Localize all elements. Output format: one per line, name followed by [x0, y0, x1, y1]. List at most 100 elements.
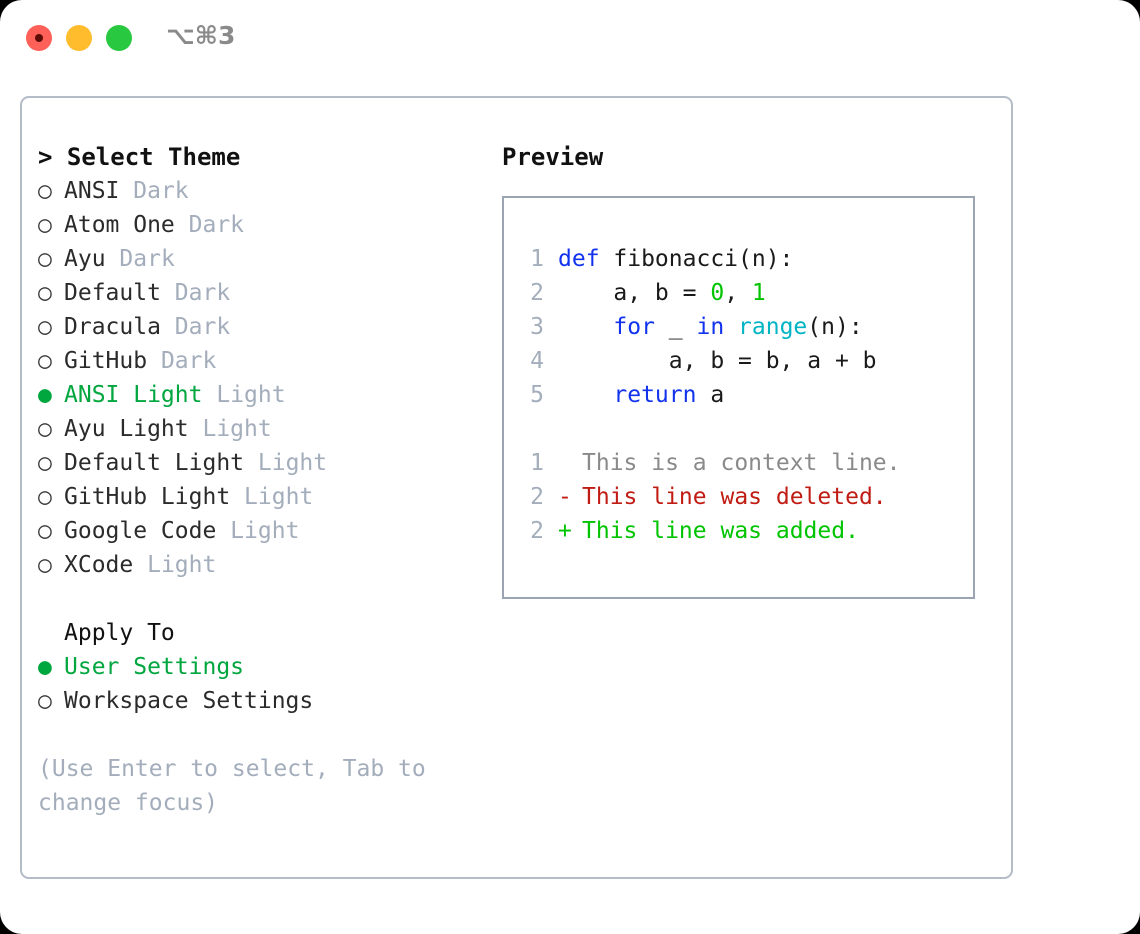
code-token-plain: a	[696, 382, 725, 408]
code-token-plain	[558, 314, 613, 340]
diff-sample: 1 This is a context line.2-This line was…	[516, 446, 973, 548]
diff-line: 2+This line was added.	[516, 514, 973, 548]
theme-list-item[interactable]: ○ Ayu Light Light	[38, 412, 488, 446]
diff-marker	[558, 446, 582, 480]
radio-unselected-icon[interactable]: ○	[38, 348, 52, 374]
line-number: 1	[530, 450, 544, 476]
code-diff-separator	[516, 412, 973, 446]
code-line: 4 a, b = b, a + b	[516, 344, 973, 378]
prompt-caret: >	[38, 143, 53, 171]
diff-text: This line was deleted.	[582, 484, 887, 510]
theme-list-item[interactable]: ○ Default Dark	[38, 276, 488, 310]
theme-name: GitHub	[64, 348, 148, 374]
theme-list-item[interactable]: ●ANSI Light Light	[38, 378, 488, 412]
line-number: 2	[530, 280, 544, 306]
title-bar: ⌥⌘3	[0, 0, 1140, 78]
code-line: 3 for _ in range(n):	[516, 310, 973, 344]
zoom-button-icon[interactable]	[106, 25, 132, 51]
radio-unselected-icon[interactable]: ○	[38, 212, 52, 238]
radio-unselected-icon[interactable]: ○	[38, 280, 52, 306]
theme-name: Ayu Light	[64, 416, 189, 442]
window-controls	[26, 25, 132, 51]
theme-picker-header: > Select Theme	[38, 140, 488, 174]
theme-list-item[interactable]: ○ Dracula Dark	[38, 310, 488, 344]
theme-name: Ayu	[64, 246, 106, 272]
theme-variant-tag: Light	[244, 484, 314, 510]
theme-variant-tag: Dark	[119, 246, 175, 272]
spacer	[38, 582, 488, 616]
theme-name: ANSI Light	[64, 382, 203, 408]
theme-list-item[interactable]: ○XCode Light	[38, 548, 488, 582]
theme-list-item[interactable]: ○ Default Light Light	[38, 446, 488, 480]
radio-unselected-icon[interactable]: ○	[38, 518, 52, 544]
theme-list: ○ ANSI Dark ○ Atom One Dark ○ Ayu Dark ○ Defaul…	[38, 174, 488, 582]
theme-name: GitHub Light	[64, 484, 231, 510]
radio-unselected-icon[interactable]: ○	[38, 416, 52, 442]
line-number: 2	[530, 484, 544, 510]
code-token-kw: for	[613, 314, 655, 340]
line-number: 2	[530, 518, 544, 544]
line-number: 3	[530, 314, 544, 340]
theme-list-item[interactable]: ○ GitHub Light Light	[38, 480, 488, 514]
keyboard-shortcut-label: ⌥⌘3	[166, 21, 236, 50]
code-line: 2 a, b = 0, 1	[516, 276, 973, 310]
theme-list-item[interactable]: ○GitHub Dark	[38, 344, 488, 378]
content-panel: > Select Theme ○ANSI Dark○Atom One Dark○…	[20, 96, 1013, 879]
code-token-plain: a, b = b, a + b	[558, 348, 877, 374]
code-token-fn: range	[738, 314, 808, 340]
code-token-num: 1	[751, 280, 766, 306]
code-token-plain: a, b =	[558, 280, 711, 306]
apply-to-item[interactable]: ○ Workspace Settings	[38, 684, 488, 718]
radio-selected-icon[interactable]: ●	[38, 382, 52, 408]
theme-variant-tag: Light	[230, 518, 300, 544]
diff-line: 2-This line was deleted.	[516, 480, 973, 514]
theme-name: Default	[64, 280, 161, 306]
code-token-num: 0	[710, 280, 725, 306]
line-number: 5	[530, 382, 544, 408]
apply-to-label: Apply To	[64, 620, 175, 646]
minimize-button-icon[interactable]	[66, 25, 92, 51]
theme-name: XCode	[64, 552, 134, 578]
theme-variant-tag: Dark	[174, 280, 231, 306]
radio-unselected-icon[interactable]: ○	[38, 246, 52, 272]
code-token-kw: in	[696, 314, 725, 340]
keyboard-hint: (Use Enter to select, Tab to change focu…	[38, 756, 426, 816]
apply-to-name: Workspace Settings	[64, 688, 314, 714]
radio-selected-icon[interactable]: ●	[38, 654, 52, 680]
radio-unselected-icon[interactable]: ○	[38, 314, 52, 340]
diff-line: 1 This is a context line.	[516, 446, 973, 480]
theme-variant-tag: Light	[257, 450, 328, 476]
theme-variant-tag: Dark	[174, 314, 231, 340]
theme-name: Atom One	[64, 212, 175, 238]
close-button-icon[interactable]	[26, 25, 52, 51]
theme-name: Default Light	[64, 450, 245, 476]
code-token-kw: def	[558, 246, 614, 272]
code-token-plain: ,	[724, 280, 752, 306]
radio-unselected-icon[interactable]: ○	[38, 688, 52, 714]
code-token-plain	[724, 314, 738, 340]
code-line: 5 return a	[516, 378, 973, 412]
apply-to-item[interactable]: ●User Settings	[38, 650, 488, 684]
theme-variant-tag: Light	[202, 416, 272, 442]
theme-list-item[interactable]: ○ ANSI Dark	[38, 174, 488, 208]
radio-unselected-icon[interactable]: ○	[38, 450, 52, 476]
diff-marker: -	[558, 484, 572, 510]
code-token-kw: return	[613, 382, 697, 408]
theme-list-item[interactable]: ○ Google Code Light	[38, 514, 488, 548]
radio-unselected-icon[interactable]: ○	[38, 552, 52, 578]
page-title: Select Theme	[66, 143, 241, 171]
theme-name: ANSI	[64, 178, 120, 204]
radio-unselected-icon[interactable]: ○	[38, 178, 52, 204]
code-token-plain: (n):	[807, 314, 863, 340]
theme-variant-tag: Dark	[133, 178, 189, 204]
theme-name: Google Code	[64, 518, 217, 544]
theme-name: Dracula	[64, 314, 161, 340]
theme-list-item[interactable]: ○ Ayu Dark	[38, 242, 488, 276]
theme-list-item[interactable]: ○Atom One Dark	[38, 208, 488, 242]
radio-unselected-icon[interactable]: ○	[38, 484, 52, 510]
diff-marker: +	[558, 518, 572, 544]
